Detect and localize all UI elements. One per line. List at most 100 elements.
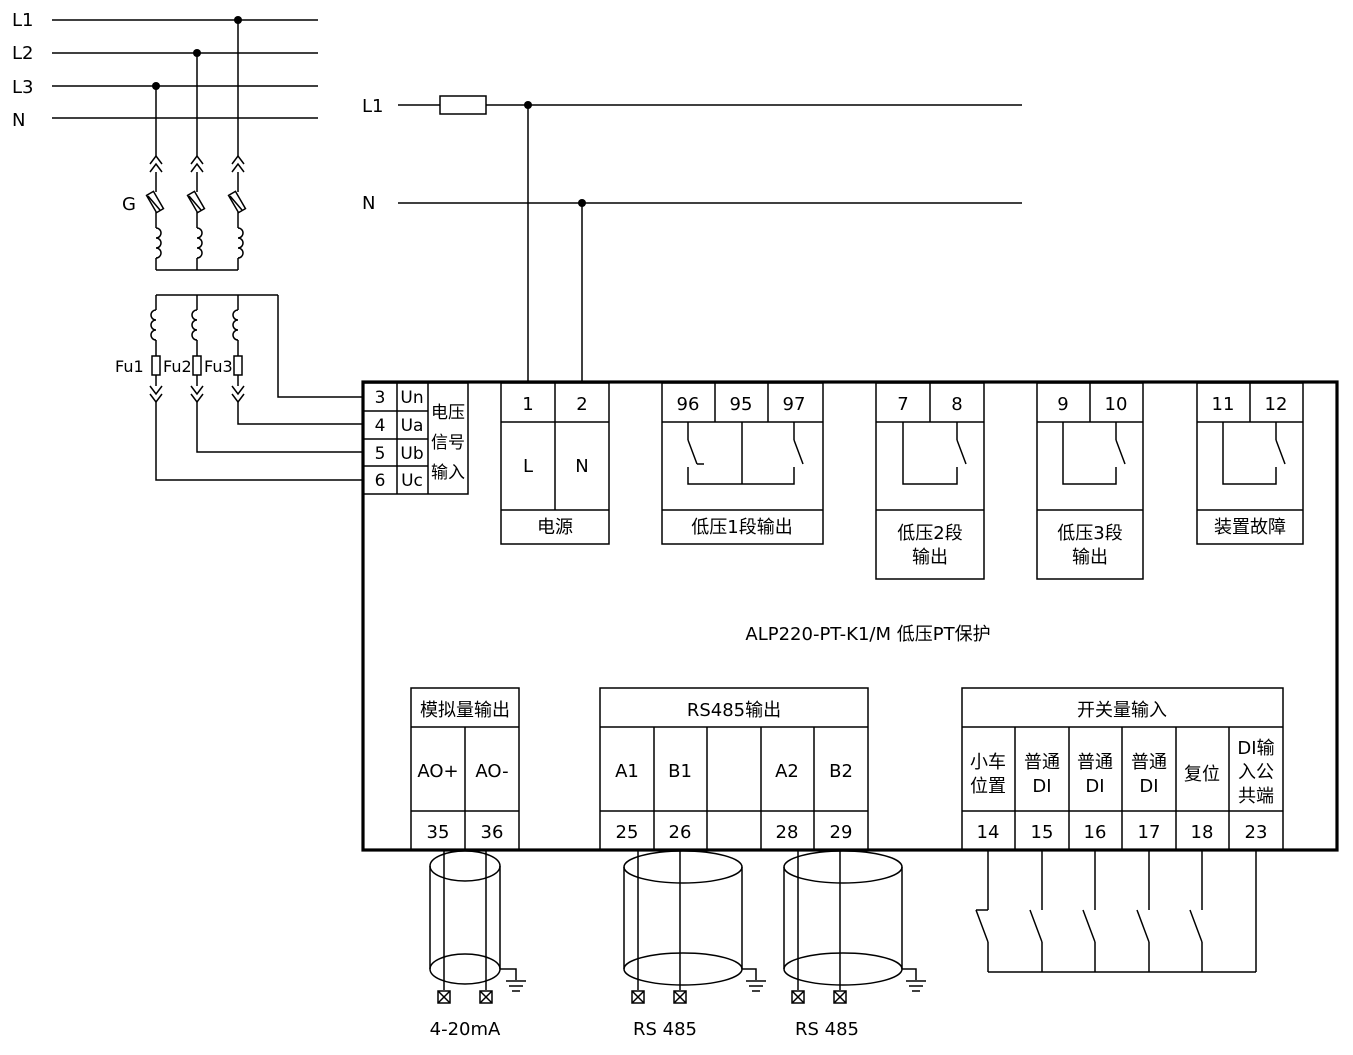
rs485-output-header: RS485输出 [687, 700, 781, 721]
pt-section: G [115, 20, 363, 481]
signal-b2: B2 [829, 761, 853, 782]
signal-di: 普通 [1024, 752, 1060, 773]
terminal-2: 2 [576, 394, 587, 415]
terminal-18: 18 [1191, 822, 1214, 843]
terminal-3: 3 [375, 388, 386, 408]
analog-output-block: 模拟量输出 AO+ AO- 35 36 [410, 687, 520, 851]
pin-n: N [575, 456, 588, 477]
signal-un: Un [400, 388, 423, 408]
terminal-7: 7 [897, 394, 908, 415]
power-block: 1 2 L N 电源 [500, 382, 610, 545]
fuse-label-fu1: Fu1 [115, 357, 144, 376]
terminal-box-icon [437, 990, 493, 1004]
relay-contact-icon [687, 422, 804, 485]
switch-input-contacts [975, 850, 1257, 973]
terminal-95: 95 [730, 394, 753, 415]
low-voltage-3-block: 9 10 低压3段 输出 [1036, 382, 1144, 580]
bus-label-l3: L3 [12, 77, 33, 98]
pin-l: L [523, 456, 533, 477]
fuse-icon [145, 190, 247, 214]
terminal-16: 16 [1084, 822, 1107, 843]
rs485-1-label: RS 485 [633, 1019, 697, 1040]
signal-uc: Uc [401, 471, 423, 491]
signal-di-common: 共端 [1238, 786, 1274, 807]
signal-a1: A1 [615, 761, 639, 782]
ground-icon [906, 980, 926, 992]
analog-signal-label: 4-20mA [430, 1019, 501, 1040]
signal-di-common: DI输 [1237, 738, 1274, 759]
terminal-96: 96 [677, 394, 700, 415]
wire-ua [237, 402, 363, 425]
switch-input-header: 开关量输入 [1077, 700, 1167, 721]
wire-uc [155, 402, 363, 481]
relay-contact-icon [902, 422, 967, 485]
wire-ub [196, 402, 363, 453]
power-label: 电源 [537, 517, 573, 538]
terminal-12: 12 [1265, 394, 1288, 415]
low-voltage-2-block: 7 8 低压2段 输出 [875, 382, 985, 580]
terminal-box-icon [631, 990, 687, 1004]
rs485-output-block: RS485输出 A1 B1 A2 B2 25 26 28 29 [599, 687, 869, 851]
shielded-cable-rs485-1: RS 485 [623, 850, 766, 1040]
terminal-9: 9 [1057, 394, 1068, 415]
supply-fuse-icon [439, 95, 487, 115]
signal-ao-minus: AO- [475, 761, 508, 782]
coil-icon [150, 309, 239, 341]
terminal-15: 15 [1031, 822, 1054, 843]
bus-label-l2: L2 [12, 43, 33, 64]
analog-output-header: 模拟量输出 [420, 700, 510, 721]
device-fault-label: 装置故障 [1214, 517, 1286, 538]
wire-un [277, 295, 363, 398]
terminal-11: 11 [1212, 394, 1235, 415]
shielded-cable-analog: 4-20mA [429, 850, 526, 1040]
terminal-28: 28 [776, 822, 799, 843]
signal-di-common: 入公 [1238, 762, 1274, 783]
terminal-29: 29 [830, 822, 853, 843]
low-voltage-3-label: 输出 [1072, 547, 1108, 568]
bus-label-n: N [12, 110, 25, 131]
terminal-5: 5 [375, 444, 386, 464]
terminal-26: 26 [669, 822, 692, 843]
shielded-cable-rs485-2: RS 485 [783, 850, 926, 1040]
terminal-97: 97 [783, 394, 806, 415]
ground-icon [746, 980, 766, 992]
left-bus: L1 L2 L3 N [12, 10, 318, 131]
coil-icon [155, 227, 244, 259]
low-voltage-2-label: 低压2段 [897, 523, 962, 544]
switch-input-block: 开关量输入 小车 位置 普通 DI 普通 DI 普通 DI 复位 DI输 入公 … [961, 687, 1284, 851]
terminal-25: 25 [616, 822, 639, 843]
terminal-1: 1 [522, 394, 533, 415]
signal-di: 普通 [1131, 752, 1167, 773]
relay-contact-icon [1062, 422, 1126, 485]
plug-icon [149, 154, 245, 173]
signal-ub: Ub [400, 444, 423, 464]
terminal-17: 17 [1138, 822, 1161, 843]
terminal-box-icon [791, 990, 847, 1004]
right-supply: L1 N [362, 95, 1022, 383]
voltage-input-label: 信号 [431, 433, 465, 453]
fuse-label-fu2: Fu2 [163, 357, 192, 376]
terminal-10: 10 [1105, 394, 1128, 415]
signal-b1: B1 [668, 761, 692, 782]
relay-contact-icon [1222, 422, 1286, 485]
signal-a2: A2 [775, 761, 799, 782]
signal-di: DI [1139, 776, 1158, 797]
low-voltage-3-label: 低压3段 [1057, 523, 1122, 544]
low-voltage-1-label: 低压1段输出 [691, 517, 792, 538]
rs485-2-label: RS 485 [795, 1019, 859, 1040]
terminal-6: 6 [375, 471, 386, 491]
terminal-4: 4 [375, 416, 386, 436]
signal-ao-plus: AO+ [417, 761, 458, 782]
signal-ua: Ua [401, 416, 424, 436]
switch-contact-icon [975, 909, 1203, 943]
low-voltage-1-block: 96 95 97 低压1段输出 [661, 382, 824, 545]
terminal-36: 36 [481, 822, 504, 843]
signal-di: DI [1032, 776, 1051, 797]
low-voltage-2-label: 输出 [912, 547, 948, 568]
voltage-input-block: 3 4 5 6 Un Ua Ub Uc 电压 信号 输入 [362, 382, 469, 495]
fuse-label-fu3: Fu3 [204, 357, 233, 376]
voltage-input-label: 输入 [431, 463, 465, 483]
signal-di: DI [1085, 776, 1104, 797]
signal-cart-position: 位置 [970, 776, 1006, 797]
